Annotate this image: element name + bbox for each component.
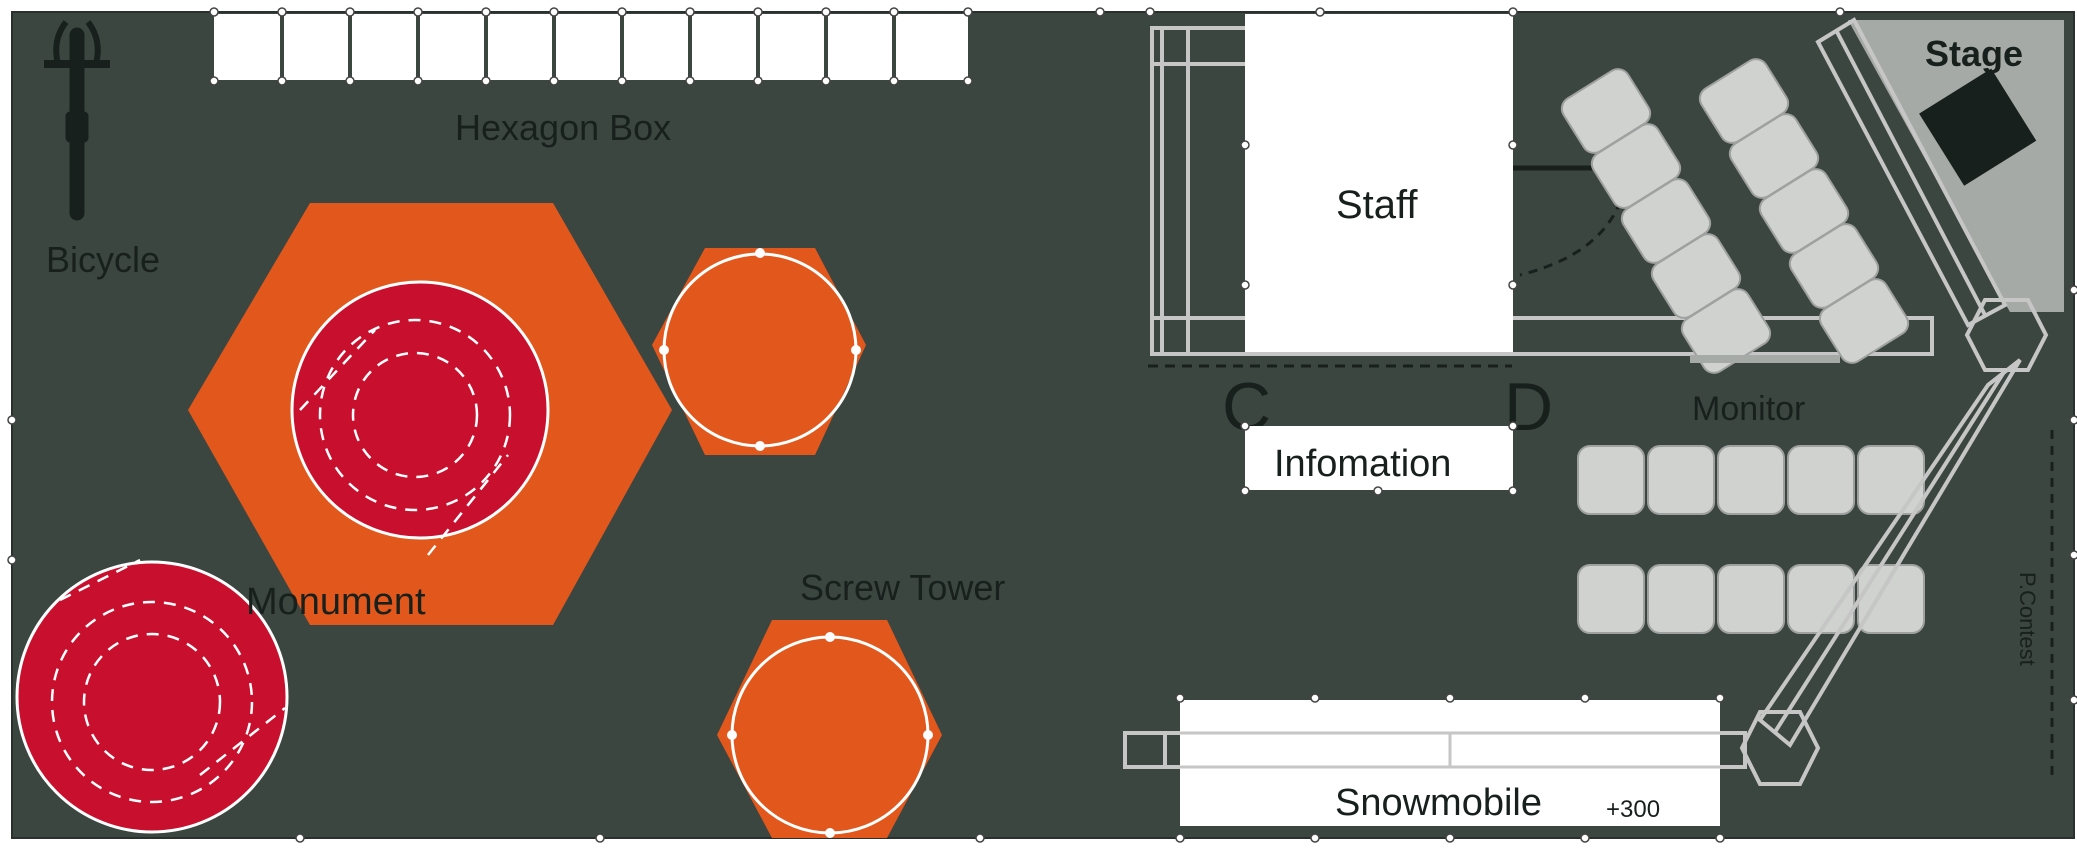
information-booth (1240, 421, 1518, 496)
stage (1848, 20, 2064, 312)
bicycle-label: Bicycle (46, 239, 160, 280)
seating-diagonal-right (1698, 58, 1910, 364)
infomation-label: Infomation (1274, 443, 1451, 485)
snowmobile-note: +300 (1606, 796, 1660, 823)
seating-row-2 (1577, 564, 1925, 634)
hexagon-tower-top (652, 248, 866, 455)
monument-label: Monument (246, 581, 426, 623)
seating-diagonal-left (1560, 68, 1772, 374)
screw-tower-label: Screw Tower (800, 567, 1005, 608)
staff-booth (1145, 7, 1518, 352)
truss-frames (1123, 17, 2049, 786)
snowmobile-label: Snowmobile (1335, 782, 1542, 824)
monument (188, 203, 672, 625)
hexagon-box-label: Hexagon Box (455, 107, 671, 148)
bicycle-icon (44, 20, 110, 221)
border-markers (7, 7, 2077, 843)
stage-label: Stage (1925, 33, 2023, 74)
monitor-screen (1690, 355, 1840, 363)
staff-label: Staff (1336, 183, 1418, 227)
p-contest-label: P.Contest (2015, 572, 2040, 666)
seating-row-1 (1577, 445, 1925, 515)
monitor-label: Monitor (1692, 390, 1805, 428)
screw-tower (717, 620, 942, 838)
monument-circle (15, 558, 289, 834)
snowmobile-area (1175, 693, 1725, 843)
hexagon-box-row (209, 7, 973, 86)
